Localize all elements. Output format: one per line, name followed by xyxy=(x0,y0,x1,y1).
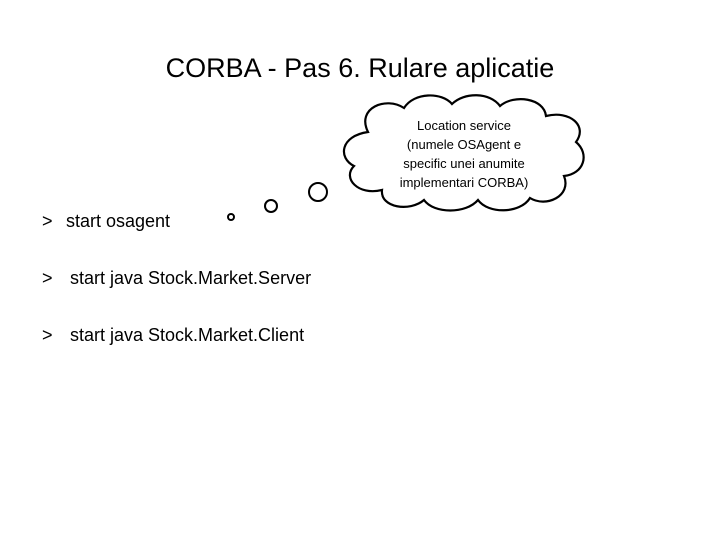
command-text: start java Stock.Market.Client xyxy=(70,325,305,345)
command-line-osagent: > start osagent xyxy=(42,209,170,233)
prompt-symbol: > xyxy=(42,325,53,345)
command-text: start osagent xyxy=(66,211,171,231)
callout-text: Location service (numele OSAgent e speci… xyxy=(364,116,564,192)
callout-line: (numele OSAgent e xyxy=(406,137,522,152)
prompt-symbol: > xyxy=(42,211,53,231)
callout-line: implementari CORBA) xyxy=(399,175,529,190)
thought-bubble-small xyxy=(227,213,235,221)
callout-line: specific unei anumite xyxy=(403,156,525,171)
thought-bubble-large xyxy=(308,182,328,202)
command-text: start java Stock.Market.Server xyxy=(70,268,312,288)
command-line-client: > start java Stock.Market.Client xyxy=(42,323,304,347)
thought-cloud-icon xyxy=(342,94,585,212)
location-service-callout: Location service (numele OSAgent e speci… xyxy=(338,92,590,214)
slide-title: CORBA - Pas 6. Rulare aplicatie xyxy=(165,53,555,83)
prompt-symbol: > xyxy=(42,268,53,288)
command-line-server: > start java Stock.Market.Server xyxy=(42,266,311,290)
callout-line: Location service xyxy=(417,118,511,133)
thought-bubble-medium xyxy=(264,199,278,213)
